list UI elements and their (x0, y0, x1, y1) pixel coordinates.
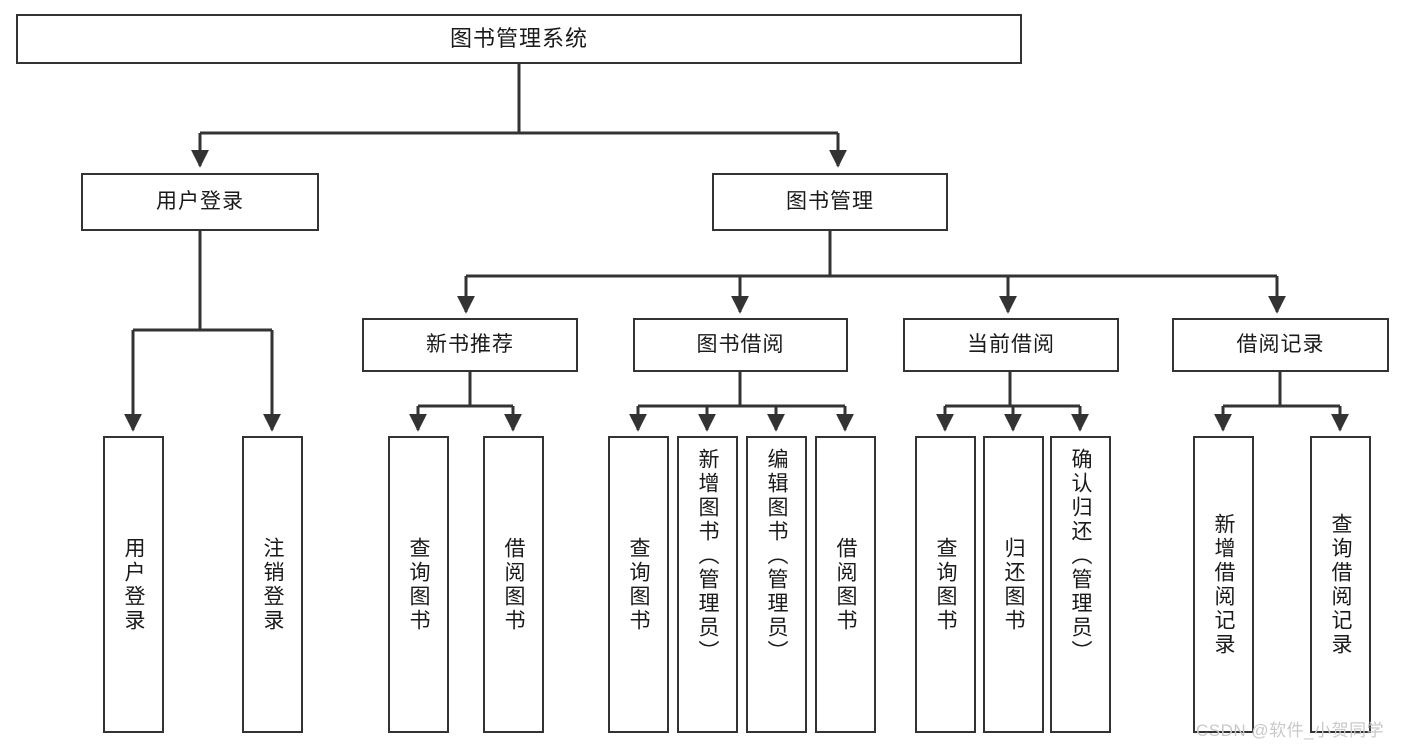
node-leaf-confirm-return[interactable]: 确认归还（管理员） (1050, 436, 1111, 733)
node-leaf-logout[interactable]: 注销登录 (242, 436, 303, 733)
node-book-borrow[interactable]: 图书借阅 (633, 318, 848, 372)
node-user-login[interactable]: 用户登录 (81, 173, 319, 231)
node-book-manage-label: 图书管理 (786, 189, 874, 213)
node-leaf-query-book-3-label: 查询图书 (934, 536, 957, 633)
node-leaf-query-record-label: 查询借阅记录 (1329, 512, 1352, 657)
node-current-borrow-label: 当前借阅 (967, 332, 1055, 356)
node-leaf-user-login-label: 用户登录 (122, 536, 145, 633)
node-leaf-add-book-label: 新增图书（管理员） (696, 448, 719, 664)
node-book-manage[interactable]: 图书管理 (712, 173, 948, 231)
node-new-book-recommend[interactable]: 新书推荐 (362, 318, 578, 372)
node-leaf-edit-book[interactable]: 编辑图书（管理员） (746, 436, 807, 733)
csdn-watermark: CSDN @软件_小贺同学 (1196, 721, 1385, 740)
node-borrow-record-label: 借阅记录 (1236, 332, 1325, 356)
node-leaf-query-book-3[interactable]: 查询图书 (915, 436, 976, 733)
node-leaf-add-record[interactable]: 新增借阅记录 (1193, 436, 1254, 733)
node-leaf-return-book-label: 归还图书 (1002, 536, 1025, 633)
node-leaf-confirm-return-label: 确认归还（管理员） (1069, 448, 1092, 664)
node-leaf-add-book[interactable]: 新增图书（管理员） (677, 436, 738, 733)
node-user-login-label: 用户登录 (156, 189, 244, 213)
node-leaf-query-book-1-label: 查询图书 (407, 536, 430, 633)
node-leaf-add-record-label: 新增借阅记录 (1212, 512, 1235, 657)
node-leaf-return-book[interactable]: 归还图书 (983, 436, 1044, 733)
node-leaf-borrow-book-1[interactable]: 借阅图书 (483, 436, 544, 733)
node-leaf-borrow-book-1-label: 借阅图书 (502, 536, 525, 633)
node-current-borrow[interactable]: 当前借阅 (903, 318, 1119, 372)
node-leaf-borrow-book-2-label: 借阅图书 (834, 536, 857, 633)
node-root[interactable]: 图书管理系统 (16, 14, 1022, 64)
node-leaf-query-book-2-label: 查询图书 (627, 536, 650, 633)
node-leaf-query-book-2[interactable]: 查询图书 (608, 436, 669, 733)
node-book-borrow-label: 图书借阅 (696, 332, 785, 356)
node-leaf-edit-book-label: 编辑图书（管理员） (765, 448, 788, 664)
node-leaf-query-book-1[interactable]: 查询图书 (388, 436, 449, 733)
node-root-label: 图书管理系统 (449, 26, 588, 52)
node-new-book-recommend-label: 新书推荐 (426, 332, 514, 356)
node-leaf-logout-label: 注销登录 (261, 536, 284, 633)
node-borrow-record[interactable]: 借阅记录 (1172, 318, 1389, 372)
node-leaf-user-login[interactable]: 用户登录 (103, 436, 164, 733)
node-leaf-query-record[interactable]: 查询借阅记录 (1310, 436, 1371, 733)
node-leaf-borrow-book-2[interactable]: 借阅图书 (815, 436, 876, 733)
